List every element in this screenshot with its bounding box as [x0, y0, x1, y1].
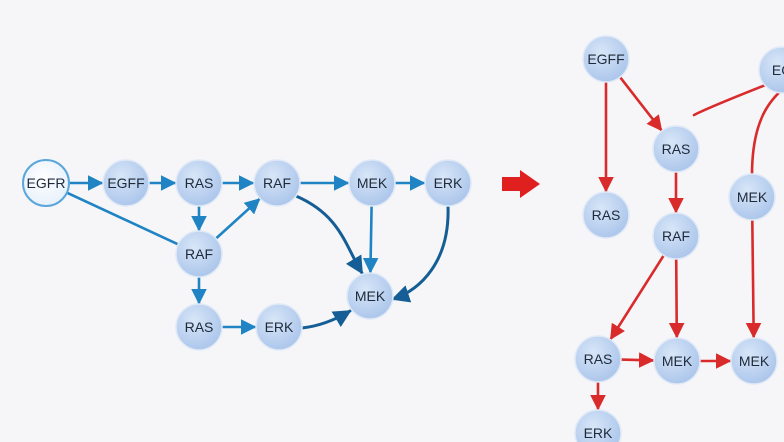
node-label: RAS: [662, 141, 691, 157]
node-label: RAF: [185, 246, 213, 262]
node-label: RAS: [185, 319, 214, 335]
edge-r-eg-to-r-mek1: [750, 86, 784, 177]
edge-r-eg-to-r-ras1: [692, 82, 770, 117]
edge-l-mek1-to-l-mek2: [362, 204, 379, 274]
node-label: RAF: [263, 175, 291, 191]
node-mek: MEK: [346, 272, 394, 320]
node-circle: [582, 35, 630, 83]
node-egff: EGFF: [102, 159, 150, 207]
node-circle: [730, 337, 778, 385]
node-label: MEK: [662, 353, 693, 369]
node-circle: [652, 125, 700, 173]
node-circle: [424, 159, 472, 207]
node-label: EGFR: [27, 175, 66, 191]
edge-r-raf-to-r-ras3: [609, 254, 665, 341]
node-label: RAS: [592, 207, 621, 223]
edge-r-mek1-to-r-mek3: [745, 218, 762, 339]
edge-r-egff-to-r-ras1: [618, 75, 663, 132]
node-ras: RAS: [175, 159, 223, 207]
node-erk: ERK: [574, 409, 622, 442]
right-graph-edges: [590, 75, 784, 411]
node-circle: [652, 212, 700, 260]
left-graph-edges: [65, 175, 450, 335]
edge-r-raf-to-r-mek2: [668, 257, 685, 339]
node-label: EGFF: [587, 51, 624, 67]
node-eg: EG: [758, 46, 784, 94]
node-raf: RAF: [253, 159, 301, 207]
node-mek: MEK: [348, 159, 396, 207]
node-circle: [175, 303, 223, 351]
right-pathway-graph: EGFF EG RAS RAS RAF MEK RAS MEK MEK ERK: [574, 35, 784, 442]
node-label: ERK: [434, 175, 463, 191]
node-mek: MEK: [653, 337, 701, 385]
node-ras: RAS: [175, 303, 223, 351]
right-arrow-icon: [502, 170, 540, 198]
node-egff: EGFF: [582, 35, 630, 83]
node-circle: [346, 272, 394, 320]
node-label: MEK: [355, 288, 386, 304]
edge-l-raf1-to-l-mek2: [294, 194, 364, 275]
node-erk: ERK: [255, 303, 303, 351]
edge-l-egfr-to-l-raf2: [65, 191, 179, 246]
node-erk: ERK: [424, 159, 472, 207]
node-circle: [255, 303, 303, 351]
node-circle: [175, 159, 223, 207]
node-ras: RAS: [652, 125, 700, 173]
node-circle: [582, 191, 630, 239]
node-label: RAS: [584, 351, 613, 367]
node-raf: RAF: [652, 212, 700, 260]
edge-r-ras3-to-r-mek2: [619, 352, 655, 368]
node-label: ERK: [584, 425, 613, 441]
left-graph-nodes: EGFR EGFF RAS RAF MEK ERK RAF RAS ERK MEK: [22, 159, 472, 351]
left-pathway-graph: EGFR EGFF RAS RAF MEK ERK RAF RAS ERK MEK: [22, 159, 472, 351]
node-circle: [758, 46, 784, 94]
node-label: EG: [772, 62, 784, 78]
node-ras: RAS: [574, 335, 622, 383]
node-label: RAS: [185, 175, 214, 191]
node-egfr: EGFR: [22, 159, 70, 207]
edge-l-erk1-to-l-mek2: [391, 204, 450, 303]
node-label: RAF: [662, 228, 690, 244]
node-mek: MEK: [730, 337, 778, 385]
right-graph-nodes: EGFF EG RAS RAS RAF MEK RAS MEK MEK ERK: [574, 35, 784, 442]
node-circle: [574, 335, 622, 383]
node-label: MEK: [739, 353, 770, 369]
edge-l-raf2-to-l-raf1: [214, 197, 261, 240]
node-label: MEK: [357, 175, 388, 191]
transition-arrow: [502, 170, 540, 198]
node-mek: MEK: [728, 173, 776, 221]
node-circle: [728, 173, 776, 221]
node-circle: [102, 159, 150, 207]
node-circle: [348, 159, 396, 207]
node-circle: [653, 337, 701, 385]
edge-l-erk2-to-l-mek2: [300, 309, 352, 330]
node-ras: RAS: [582, 191, 630, 239]
node-label: MEK: [737, 189, 768, 205]
node-circle: [574, 409, 622, 442]
node-circle: [22, 159, 70, 207]
node-circle: [253, 159, 301, 207]
node-raf: RAF: [175, 230, 223, 278]
node-label: EGFF: [107, 175, 144, 191]
node-label: ERK: [265, 319, 294, 335]
node-circle: [175, 230, 223, 278]
